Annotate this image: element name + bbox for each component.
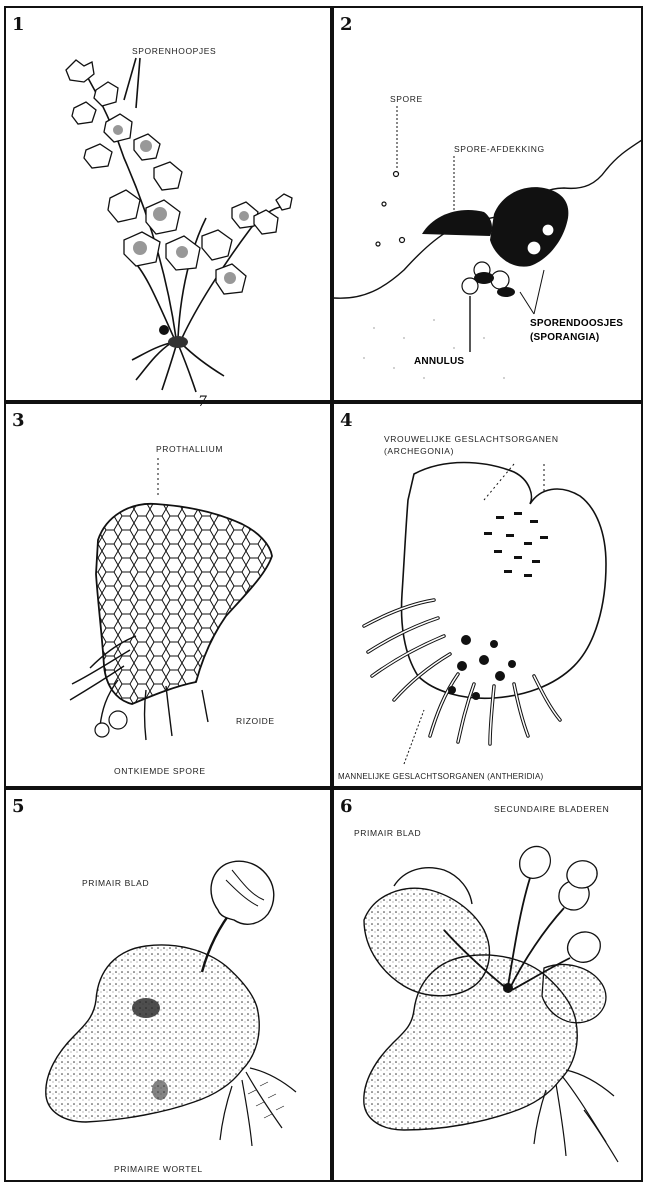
prothallium-sex-organs-drawing [334,404,643,788]
panel-6-secondary-leaves: 6 SECUNDAIRE BLADEREN PRIMAIR BLAD [332,788,643,1182]
panel-4-sex-organs: 4 VROUWELIJKE GESLACHTSORGANEN (ARCHEGON… [332,402,643,788]
stray-mark: 7 [198,394,207,410]
sporangia-drawing [334,8,643,402]
primary-leaf-drawing [6,790,332,1182]
panel-5-primary-leaf: 5 PRIMAIR BLAD PRIMAIRE WORTEL [4,788,332,1182]
panel-2-sporangia: 2 SPORE SPORE-AFDEKKING SPORENDOOSJES (S… [332,6,643,402]
secondary-leaves-drawing [334,790,643,1182]
panel-1-mature-fern: 1 SPORENHOOPJES [4,6,332,402]
mature-fern-drawing [6,8,332,402]
prothallium-drawing [6,404,332,788]
panel-3-prothallium: 3 PROTHALLIUM RIZOIDE ONTKIEMDE SPORE [4,402,332,788]
